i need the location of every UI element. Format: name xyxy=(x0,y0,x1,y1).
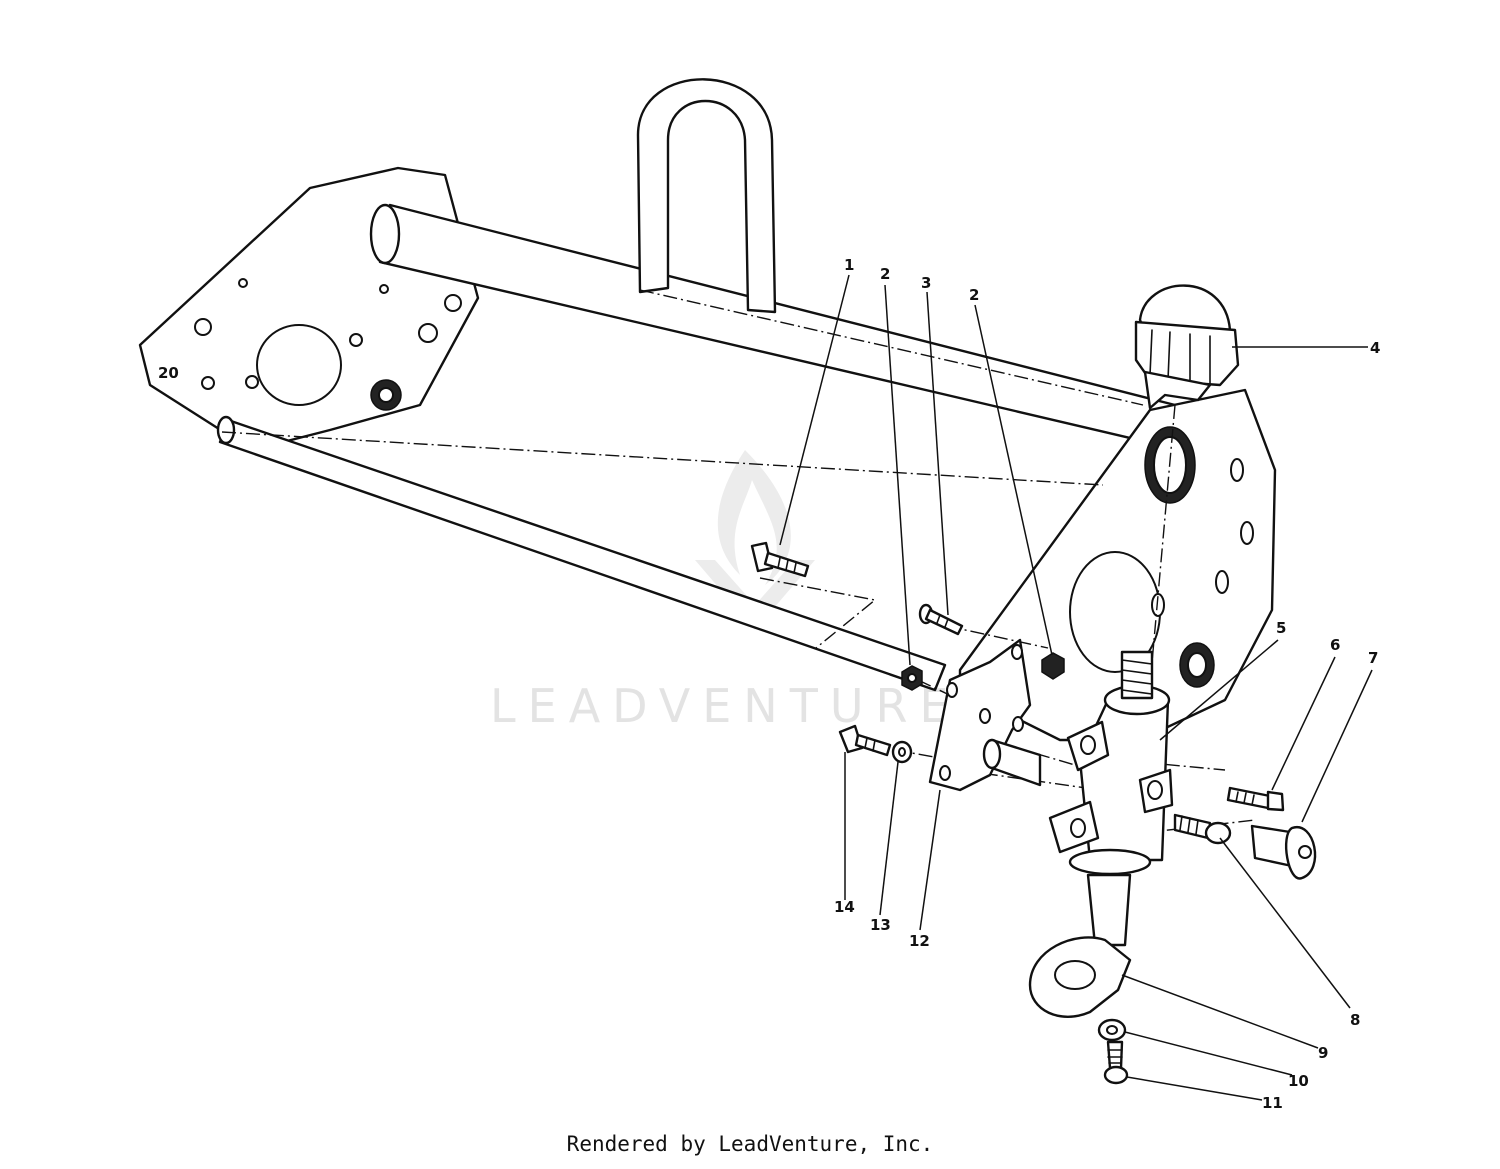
stud-part-8 xyxy=(1173,813,1232,845)
callout-4: 4 xyxy=(1370,339,1380,357)
callout-5: 5 xyxy=(1276,619,1286,637)
arm-part-9 xyxy=(1028,873,1132,1018)
bolt-part-1 xyxy=(750,541,810,578)
callout-1: 1 xyxy=(844,256,854,274)
washer-part-10 xyxy=(1097,1018,1127,1042)
lower-rod xyxy=(216,415,947,692)
callout-3: 3 xyxy=(921,274,931,292)
knob-part-4 xyxy=(1134,284,1240,410)
knob-part-7 xyxy=(1250,824,1317,880)
screw-part-3 xyxy=(918,603,964,636)
casting-part-5 xyxy=(1048,650,1174,876)
leader-lines xyxy=(779,274,1373,1101)
callout-2-right: 2 xyxy=(969,286,979,304)
bolt-part-6 xyxy=(1226,786,1285,812)
footer-credit: Rendered by LeadVenture, Inc. xyxy=(566,1132,934,1156)
callout-7: 7 xyxy=(1368,649,1378,667)
screw-part-11 xyxy=(1103,1040,1129,1085)
bolt-part-14 xyxy=(838,724,892,757)
callout-9: 9 xyxy=(1318,1044,1328,1062)
svg-text:20: 20 xyxy=(158,364,179,382)
handle-loop xyxy=(636,78,777,314)
nut-part-2-right xyxy=(1041,652,1065,680)
spacer-bushing xyxy=(982,738,1042,787)
watermark-text: LEADVENTURE xyxy=(490,679,961,733)
callout-11: 11 xyxy=(1262,1094,1283,1112)
watermark-flame-icon xyxy=(717,450,791,585)
callout-14: 14 xyxy=(834,898,855,916)
callout-6: 6 xyxy=(1330,636,1340,654)
callout-10: 10 xyxy=(1288,1072,1309,1090)
watermark-chevron-icon xyxy=(695,560,815,630)
callout-12: 12 xyxy=(909,932,930,950)
washer-part-13 xyxy=(891,740,913,764)
callout-2-left: 2 xyxy=(880,265,890,283)
callout-13: 13 xyxy=(870,916,891,934)
callout-labels: 1 2 3 2 4 5 6 7 8 9 10 11 12 13 14 xyxy=(834,256,1380,1112)
nut-part-2-left xyxy=(901,665,923,691)
bracket-plate-part-12 xyxy=(928,638,1032,792)
watermark: LEADVENTURE xyxy=(490,450,961,733)
left-side-plate: 20 xyxy=(138,166,480,452)
callout-8: 8 xyxy=(1350,1011,1360,1029)
